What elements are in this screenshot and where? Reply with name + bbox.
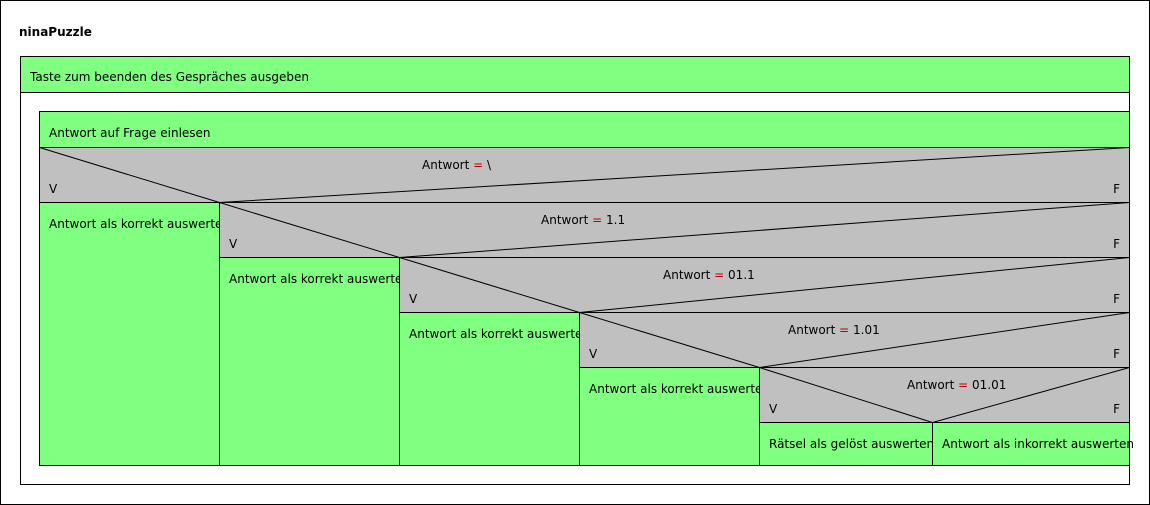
condition-3-false-label: F xyxy=(1113,292,1120,306)
condition-4-false-label: F xyxy=(1113,347,1120,361)
diagram-title: ninaPuzzle xyxy=(19,25,92,39)
condition-2-true-label: V xyxy=(229,237,238,251)
condition-1-false-label: F xyxy=(1113,182,1120,196)
condition-2-diagonal-true xyxy=(219,202,400,258)
condition-3: Antwort = 01.1 V F xyxy=(399,257,1130,313)
condition-3-diagonal-false xyxy=(579,257,1130,313)
condition-5-diagonal-false xyxy=(932,367,1130,423)
inner-step-label: Antwort auf Frage einlesen xyxy=(49,126,211,140)
condition-4-diagonal-false xyxy=(759,312,1130,368)
condition-2-text: Antwort = 1.1 xyxy=(541,213,626,227)
condition-5-false-action: Antwort als inkorrekt auswerten xyxy=(932,422,1134,466)
condition-5-true-label: V xyxy=(769,402,778,416)
condition-5-text: Antwort = 01.01 xyxy=(907,378,1007,392)
condition-4-text: Antwort = 1.01 xyxy=(788,323,880,337)
condition-1-true-label: V xyxy=(49,182,58,196)
outer-step: Taste zum beenden des Gespräches ausgebe… xyxy=(20,56,1130,93)
condition-5-true-action: Rätsel als gelöst auswerten xyxy=(759,422,934,466)
condition-3-diagonal-true xyxy=(399,257,580,313)
condition-4-true-label: V xyxy=(589,347,598,361)
condition-3-true-action: Antwort als korrekt auswerten xyxy=(399,312,590,466)
condition-3-true-label: V xyxy=(409,292,418,306)
condition-1-diagonal-true xyxy=(39,147,220,203)
condition-5-false-label: F xyxy=(1113,402,1120,416)
condition-1-true-action: Antwort als korrekt auswerten xyxy=(39,202,230,466)
condition-3-text: Antwort = 01.1 xyxy=(663,268,755,282)
condition-1-text: Antwort = \ xyxy=(422,158,492,172)
outer-step-label: Taste zum beenden des Gespräches ausgebe… xyxy=(30,70,310,84)
condition-4-diagonal-true xyxy=(579,312,760,368)
condition-1-diagonal-false xyxy=(219,147,1130,203)
condition-2-true-action: Antwort als korrekt auswerten xyxy=(219,257,410,466)
condition-5-diagonal-true xyxy=(759,367,933,423)
condition-2-false-label: F xyxy=(1113,237,1120,251)
condition-2-diagonal-false xyxy=(399,202,1130,258)
condition-4-true-action: Antwort als korrekt auswerten xyxy=(579,367,770,466)
